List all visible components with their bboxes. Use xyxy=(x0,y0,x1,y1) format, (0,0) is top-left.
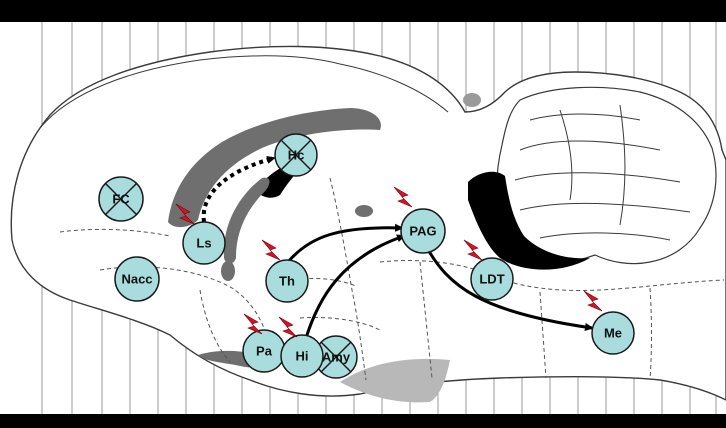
node-label-ls: Ls xyxy=(196,236,211,251)
node-label-pa: Pa xyxy=(256,344,273,359)
node-nacc: Nacc xyxy=(115,257,159,301)
bottom-frame-bar xyxy=(0,414,726,428)
node-label-nacc: Nacc xyxy=(121,272,152,287)
pineal-body xyxy=(463,93,481,107)
node-label-hc: Hc xyxy=(288,148,305,163)
node-label-fc: FC xyxy=(112,192,130,207)
node-fc: FC xyxy=(99,177,143,221)
sagittal-brain-diagram: FC Nacc Ls Hc Th xyxy=(0,22,726,414)
node-label-hi: Hi xyxy=(296,349,309,364)
node-label-me: Me xyxy=(604,326,622,341)
cerebellum xyxy=(497,87,716,264)
node-label-pag: PAG xyxy=(409,224,436,239)
node-hc: Hc xyxy=(275,134,317,176)
node-label-ldt: LDT xyxy=(479,272,504,287)
mammillary-tract xyxy=(355,205,373,217)
anterior-commissure xyxy=(221,261,235,281)
node-label-th: Th xyxy=(279,274,295,289)
node-label-amy: Amy xyxy=(322,350,351,365)
top-frame-bar xyxy=(0,0,726,22)
